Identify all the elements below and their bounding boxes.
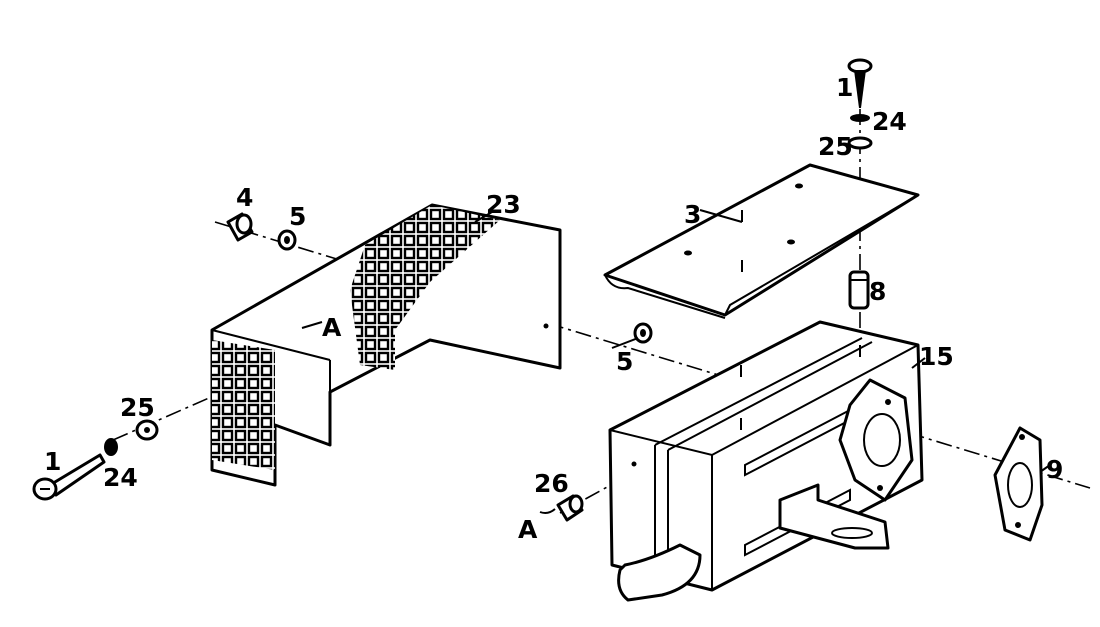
screw-part (847, 58, 873, 108)
callout-A-muffler: A (518, 515, 538, 544)
lock-washer-part (104, 438, 118, 456)
washer-part (135, 419, 159, 441)
callout-3: 3 (684, 200, 701, 229)
callout-4: 4 (236, 183, 253, 212)
callout-25-left: 25 (120, 393, 155, 422)
gasket-part (993, 426, 1044, 542)
top-cover-plate-part (603, 163, 920, 319)
washer-part (277, 229, 297, 251)
spacer-part (226, 212, 254, 242)
muffler-body-part (608, 320, 924, 602)
callout-9: 9 (1046, 455, 1063, 484)
callout-A-shield: A (322, 313, 342, 342)
sleeve-part (556, 494, 584, 522)
lock-washer-part (850, 114, 870, 122)
callout-8: 8 (869, 277, 886, 306)
callout-23: 23 (486, 190, 521, 219)
callout-5-right: 5 (616, 347, 633, 376)
callout-5-left: 5 (289, 202, 306, 231)
callout-25-top: 25 (818, 132, 853, 161)
callout-26: 26 (534, 469, 569, 498)
callout-24-top: 24 (872, 107, 907, 136)
callout-24-left: 24 (103, 463, 138, 492)
screw-part (32, 453, 106, 501)
callout-labels: 1 24 25 3 8 15 4 5 23 A 5 25 1 24 26 A 9 (44, 73, 1063, 544)
spacer-sleeve-part (848, 270, 870, 310)
callout-15: 15 (919, 342, 954, 371)
heat-shield-part (210, 203, 562, 487)
washer-part (633, 322, 653, 344)
callout-1-left: 1 (44, 447, 61, 476)
callout-1-top: 1 (836, 73, 853, 102)
washer-part (847, 136, 873, 150)
callout-leader-lines (301, 209, 1051, 514)
